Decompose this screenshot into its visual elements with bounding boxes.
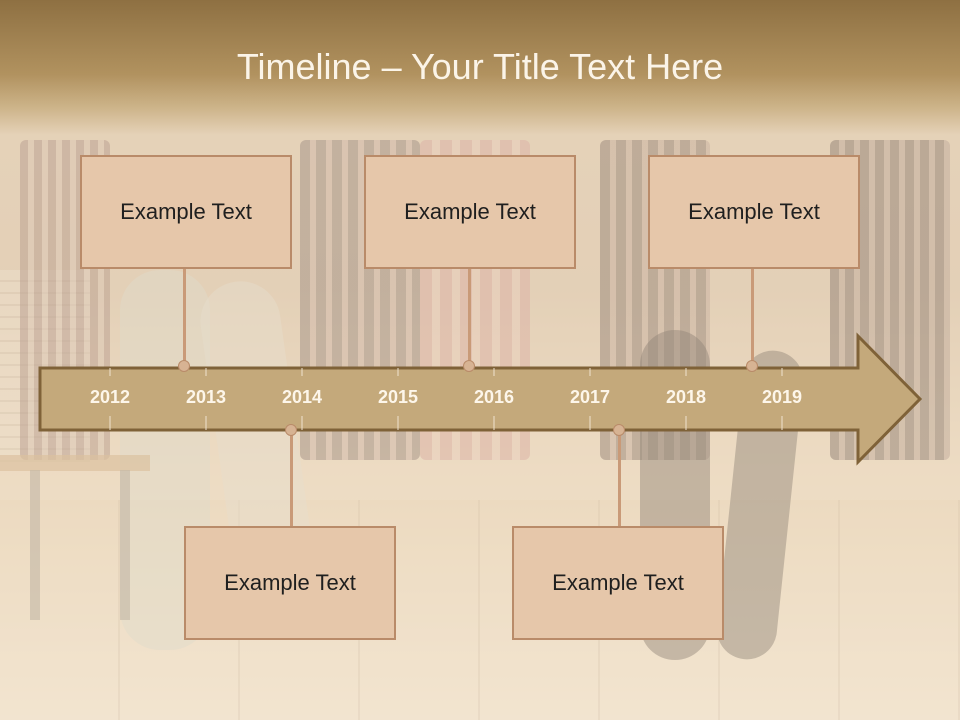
year-label: 2016 (473, 387, 515, 407)
connector-line (617, 430, 621, 526)
slide-title: Timeline – Your Title Text Here (236, 46, 724, 87)
connector-dot (285, 424, 297, 436)
year-label: 2012 (89, 387, 131, 407)
connector-line (289, 430, 293, 526)
event-box-bottom[interactable]: Example Text (184, 526, 396, 640)
connector-line (467, 268, 471, 366)
connector-line (182, 268, 186, 366)
year-label: 2013 (185, 387, 227, 407)
year-label: 2017 (569, 387, 611, 407)
year-label: 2015 (377, 387, 419, 407)
connector-dot (613, 424, 625, 436)
year-label: 2018 (665, 387, 707, 407)
table-leg (120, 470, 130, 620)
connector-line (750, 268, 754, 366)
event-box-top[interactable]: Example Text (364, 155, 576, 269)
table-leg (30, 470, 40, 620)
connector-dot (463, 360, 475, 372)
year-label: 2019 (761, 387, 803, 407)
connector-dot (178, 360, 190, 372)
event-box-bottom[interactable]: Example Text (512, 526, 724, 640)
title-band: Timeline – Your Title Text Here (0, 0, 960, 135)
event-box-top[interactable]: Example Text (80, 155, 292, 269)
event-box-top[interactable]: Example Text (648, 155, 860, 269)
connector-dot (746, 360, 758, 372)
year-label: 2014 (281, 387, 323, 407)
floor-tiles (0, 500, 960, 720)
